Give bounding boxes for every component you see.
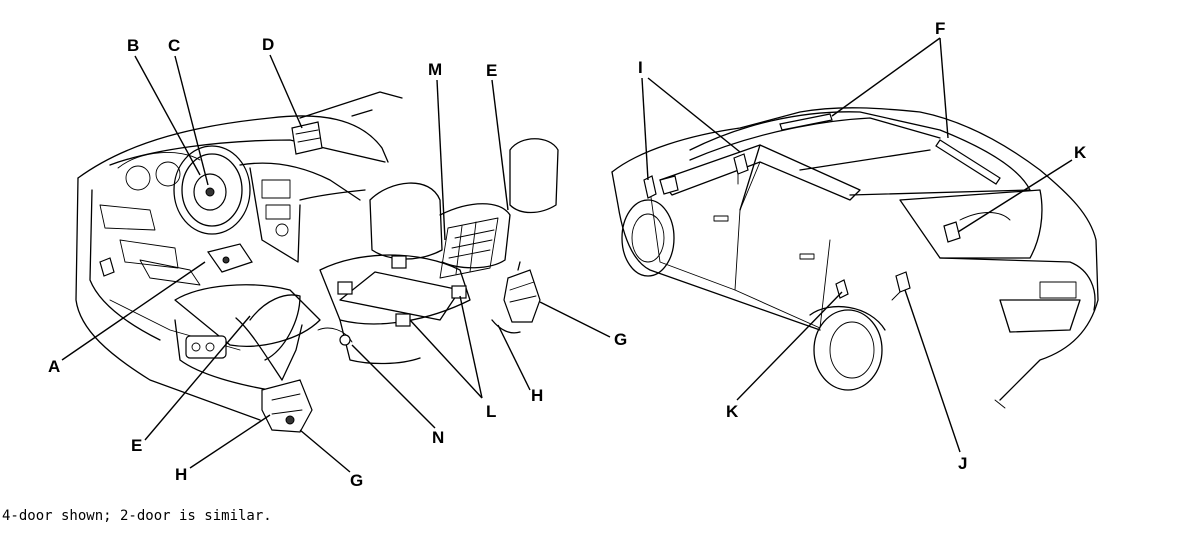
callout-e-top: E (486, 61, 497, 80)
rear-door-sensor (835, 279, 849, 299)
side-curtain-airbags (689, 113, 1001, 185)
seat-weight-sensors (337, 255, 467, 327)
callout-m: M (428, 60, 442, 79)
callout-d: D (262, 35, 274, 54)
callout-n: N (432, 428, 444, 447)
callout-b: B (127, 36, 139, 55)
steering-wheel (173, 145, 251, 235)
callout-j: J (958, 454, 967, 473)
callout-i: I (638, 58, 643, 77)
front-side-impact-sensor (643, 175, 657, 199)
callout-h-right: H (531, 386, 543, 405)
callout-a: A (48, 357, 60, 376)
callout-k-bottom: K (726, 402, 739, 421)
rear-side-impact-sensor (895, 271, 911, 293)
interior-view (61, 54, 611, 473)
passenger-seat (319, 138, 559, 365)
passenger-seat-belt-tensioner (491, 261, 541, 334)
callout-l: L (486, 402, 496, 421)
callout-k-top: K (1074, 143, 1087, 162)
passenger-airbag-module (291, 121, 323, 155)
c-pillar-sensor (943, 221, 961, 243)
b-pillar-sensor (733, 153, 749, 175)
side-impact-sensor (99, 257, 115, 277)
front-seat-belt-tensioner (235, 317, 313, 433)
callout-e-seat: E (131, 436, 142, 455)
callout-c: C (168, 36, 180, 55)
exterior-car-view (611, 37, 1099, 453)
figure-caption: 4-door shown; 2-door is similar. (2, 508, 272, 524)
callout-labels: A B C D E E F G G H H I J K K L M N (48, 19, 1087, 490)
srs-control-unit (207, 243, 253, 273)
callout-g-front: G (350, 471, 363, 490)
driver-seat (174, 284, 321, 391)
callout-g-right: G (614, 330, 627, 349)
callout-f: F (935, 19, 945, 38)
callout-h-front: H (175, 465, 187, 484)
